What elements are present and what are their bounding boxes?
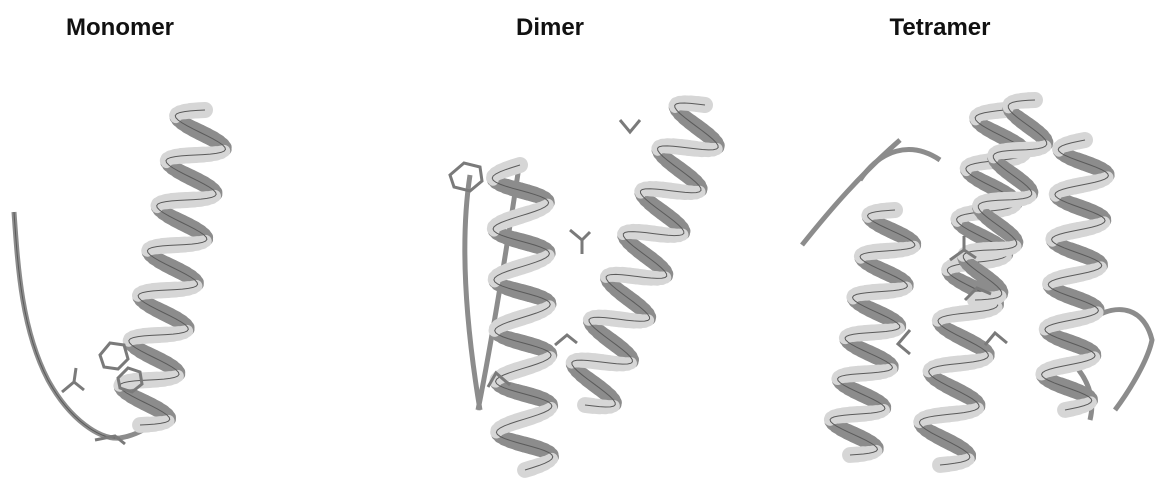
panel-tetramer: Tetramer <box>790 0 1161 491</box>
dimer-structure <box>420 0 740 491</box>
tetramer-helix-3 <box>1042 140 1109 410</box>
panel-monomer: Monomer <box>0 0 270 491</box>
tetramer-structure <box>790 0 1161 491</box>
panel-dimer: Dimer <box>420 0 740 491</box>
helix-ribbon-outline <box>572 103 718 407</box>
monomer-coil <box>14 212 150 438</box>
tetramer-helix-1 <box>830 210 915 455</box>
monomer-helix <box>120 110 226 425</box>
dimer-helix-b <box>572 103 718 407</box>
monomer-structure <box>0 0 270 491</box>
tetramer-helix-2 <box>919 110 1025 465</box>
dimer-helix-a <box>492 165 553 470</box>
